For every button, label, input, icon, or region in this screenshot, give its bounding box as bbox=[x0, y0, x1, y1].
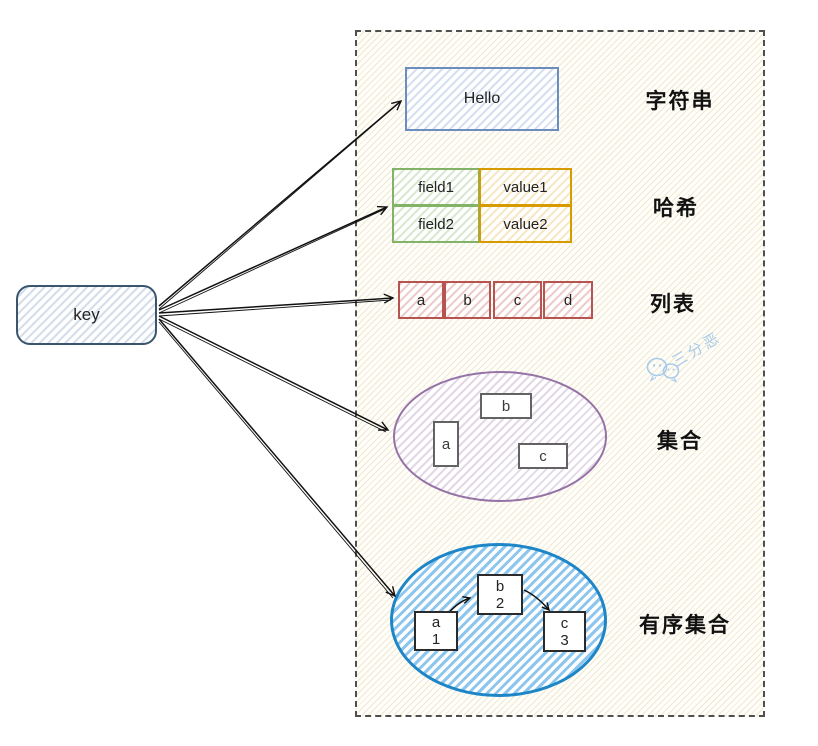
set-member-c: c bbox=[539, 447, 547, 465]
zset-member-c: c bbox=[560, 614, 569, 632]
label-hash: 哈希 bbox=[653, 196, 699, 220]
wechat-icon bbox=[646, 357, 680, 383]
label-string: 字符串 bbox=[645, 89, 715, 113]
arrow-key-to-set-echo bbox=[158, 318, 387, 433]
label-list: 列表 bbox=[650, 292, 696, 316]
list-cell: d bbox=[543, 281, 593, 319]
hash-field-cell: field1 bbox=[392, 168, 480, 206]
hash-value-1: value1 bbox=[503, 178, 548, 196]
arrow-key-to-hash-echo bbox=[158, 208, 386, 314]
list-item-a: a bbox=[416, 291, 426, 309]
list-cell: c bbox=[493, 281, 542, 319]
label-sorted-set: 有序集合 bbox=[639, 613, 731, 637]
set-member-box: c bbox=[518, 443, 568, 469]
arrow-key-to-set bbox=[158, 315, 390, 431]
zset-member-box: c 3 bbox=[543, 611, 586, 652]
zset-member-box: a 1 bbox=[414, 611, 458, 651]
zset-member-a: a bbox=[431, 614, 441, 631]
arrow-key-to-hash bbox=[158, 205, 389, 311]
set-member-b: b bbox=[501, 397, 511, 415]
key-label: key bbox=[73, 305, 100, 324]
list-cell: a bbox=[398, 281, 444, 319]
set-member-a: a bbox=[441, 435, 451, 453]
set-member-box: b bbox=[480, 393, 532, 419]
zset-score-a: 1 bbox=[431, 631, 441, 648]
string-value: Hello bbox=[463, 90, 501, 107]
label-set: 集合 bbox=[657, 429, 703, 453]
zset-score-b: 2 bbox=[495, 594, 505, 612]
key-node: key bbox=[16, 285, 157, 345]
hash-value-2: value2 bbox=[503, 215, 548, 233]
list-item-d: d bbox=[563, 291, 573, 309]
list-item-c: c bbox=[513, 291, 522, 309]
hash-field-2: field2 bbox=[418, 215, 454, 233]
list-cell: b bbox=[444, 281, 491, 319]
list-item-b: b bbox=[463, 291, 472, 309]
set-member-box: a bbox=[433, 421, 459, 467]
hash-field-1: field1 bbox=[418, 178, 454, 196]
set-ellipse bbox=[393, 371, 607, 502]
zset-member-b: b bbox=[495, 577, 505, 595]
zset-score-c: 3 bbox=[560, 631, 569, 649]
string-node: Hello bbox=[405, 67, 559, 131]
zset-member-box: b 2 bbox=[477, 574, 523, 615]
hash-field-cell: field2 bbox=[392, 205, 480, 243]
hash-value-cell: value2 bbox=[479, 205, 572, 243]
hash-value-cell: value1 bbox=[479, 168, 572, 206]
